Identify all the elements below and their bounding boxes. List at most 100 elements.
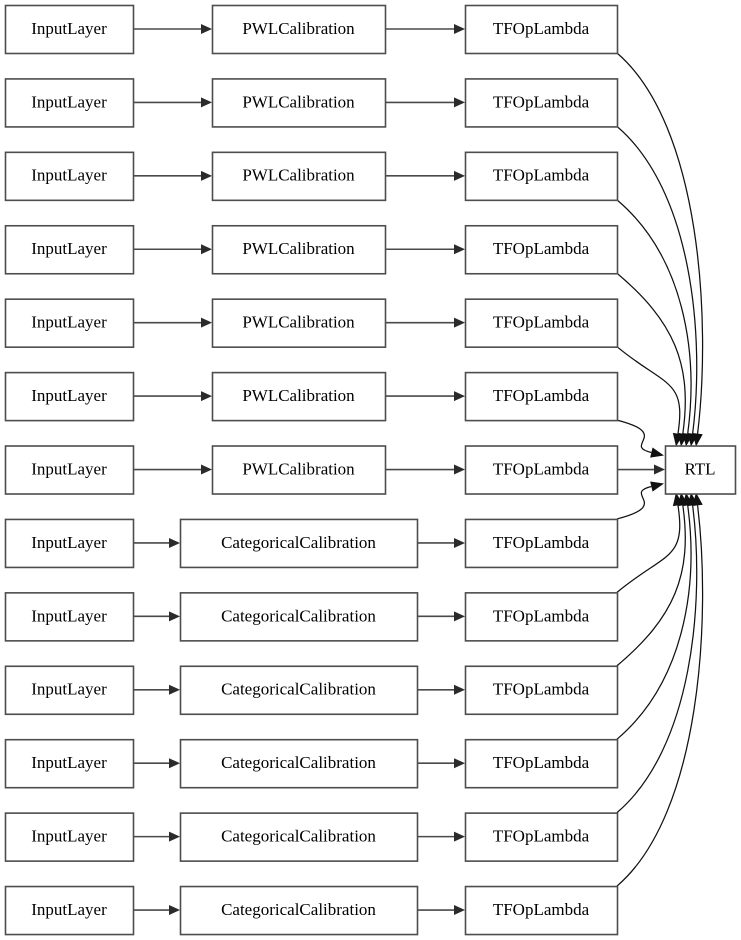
node-calibration-3-label: PWLCalibration: [242, 166, 355, 185]
edge-calibration-to-lambda-3-arrowhead: [454, 170, 465, 181]
edge-calibration-to-lambda-11-arrowhead: [454, 758, 465, 769]
node-rtl-label: RTL: [684, 459, 715, 478]
node-input-layer-13-label: InputLayer: [31, 900, 107, 919]
node-tf-op-lambda-9-box: [464, 592, 619, 642]
node-tf-op-lambda-4-box: [464, 224, 619, 275]
node-tf-op-lambda-3[interactable]: TFOpLambda: [464, 151, 619, 202]
node-input-layer-1[interactable]: InputLayer: [4, 4, 135, 55]
edge-lambda-to-rtl-6: [616, 419, 664, 458]
node-tf-op-lambda-1-label: TFOpLambda: [493, 19, 590, 38]
node-tf-op-lambda-10-box: [464, 665, 619, 716]
edge-input-to-calibration-8: [133, 537, 180, 548]
node-calibration-10-label: CategoricalCalibration: [221, 680, 376, 699]
edge-input-to-calibration-4-arrowhead: [201, 244, 212, 255]
node-calibration-8[interactable]: CategoricalCalibration: [179, 518, 419, 569]
node-input-layer-2[interactable]: InputLayer: [4, 78, 135, 128]
edge-calibration-to-lambda-8-arrowhead: [454, 537, 465, 548]
edge-input-to-calibration-2: [133, 97, 212, 108]
node-calibration-9-label: CategoricalCalibration: [221, 606, 376, 625]
node-input-layer-6-box: [4, 371, 135, 422]
edge-calibration-to-lambda-7: [385, 464, 465, 475]
node-tf-op-lambda-10[interactable]: TFOpLambda: [464, 665, 619, 716]
node-tf-op-lambda-13-label: TFOpLambda: [493, 900, 590, 919]
node-tf-op-lambda-7-box: [464, 445, 619, 495]
node-tf-op-lambda-4[interactable]: TFOpLambda: [464, 224, 619, 275]
edge-lambda-to-rtl-8-arrowhead: [650, 481, 664, 492]
node-calibration-13[interactable]: CategoricalCalibration: [179, 885, 419, 936]
edge-lambda-to-rtl-1: [616, 52, 704, 447]
node-input-layer-5[interactable]: InputLayer: [4, 298, 135, 348]
edge-calibration-to-lambda-13: [417, 905, 465, 916]
node-tf-op-lambda-2[interactable]: TFOpLambda: [464, 78, 619, 128]
edge-lambda-to-rtl-4: [616, 272, 688, 447]
node-input-layer-6[interactable]: InputLayer: [4, 371, 135, 422]
node-input-layer-10-box: [4, 665, 135, 716]
edge-input-to-calibration-6: [133, 391, 212, 402]
edge-lambda-to-rtl-2-curve: [616, 125, 698, 434]
node-calibration-1[interactable]: PWLCalibration: [211, 4, 387, 55]
node-input-layer-1-box: [4, 4, 135, 55]
node-calibration-2[interactable]: PWLCalibration: [211, 78, 387, 128]
node-calibration-8-label: CategoricalCalibration: [221, 533, 376, 552]
node-tf-op-lambda-11[interactable]: TFOpLambda: [464, 738, 619, 789]
node-calibration-12[interactable]: CategoricalCalibration: [179, 812, 419, 862]
edge-calibration-to-lambda-1-arrowhead: [454, 24, 465, 34]
edge-lambda-to-rtl-11: [616, 492, 693, 740]
node-tf-op-lambda-9-label: TFOpLambda: [493, 606, 590, 625]
node-input-layer-12[interactable]: InputLayer: [4, 812, 135, 862]
node-tf-op-lambda-1[interactable]: TFOpLambda: [464, 4, 619, 55]
edge-input-to-calibration-6-arrowhead: [201, 391, 212, 402]
node-calibration-3[interactable]: PWLCalibration: [211, 151, 387, 202]
node-input-layer-10-label: InputLayer: [31, 680, 107, 699]
node-input-layer-13[interactable]: InputLayer: [4, 885, 135, 936]
edge-lambda-to-rtl-10: [616, 492, 688, 667]
node-input-layer-3[interactable]: InputLayer: [4, 151, 135, 202]
node-input-layer-7[interactable]: InputLayer: [4, 445, 135, 495]
node-tf-op-lambda-7[interactable]: TFOpLambda: [464, 445, 619, 495]
node-tf-op-lambda-6[interactable]: TFOpLambda: [464, 371, 619, 422]
node-input-layer-5-label: InputLayer: [31, 313, 107, 332]
node-tf-op-lambda-5[interactable]: TFOpLambda: [464, 298, 619, 348]
node-tf-op-lambda-12[interactable]: TFOpLambda: [464, 812, 619, 862]
edge-calibration-to-lambda-5: [385, 317, 465, 328]
edge-lambda-to-rtl-9-curve: [616, 505, 681, 593]
edge-lambda-to-rtl-11-curve: [616, 505, 692, 740]
node-input-layer-10[interactable]: InputLayer: [4, 665, 135, 716]
node-tf-op-lambda-2-box: [464, 78, 619, 128]
node-input-layer-7-label: InputLayer: [31, 459, 107, 478]
node-calibration-3-box: [211, 151, 387, 202]
node-calibration-4[interactable]: PWLCalibration: [211, 224, 387, 275]
node-rtl[interactable]: RTL: [664, 445, 737, 495]
node-input-layer-3-label: InputLayer: [31, 166, 107, 185]
edge-calibration-to-lambda-2-arrowhead: [454, 97, 465, 108]
node-calibration-11[interactable]: CategoricalCalibration: [179, 738, 419, 789]
node-input-layer-11-box: [4, 738, 135, 789]
edge-input-to-calibration-1-arrowhead: [201, 24, 212, 34]
node-input-layer-11[interactable]: InputLayer: [4, 738, 135, 789]
edge-calibration-to-lambda-7-arrowhead: [454, 464, 465, 475]
node-calibration-11-box: [179, 738, 419, 789]
node-tf-op-lambda-8[interactable]: TFOpLambda: [464, 518, 619, 569]
edge-input-to-calibration-13-arrowhead: [169, 905, 180, 916]
node-calibration-10[interactable]: CategoricalCalibration: [179, 665, 419, 716]
node-calibration-10-box: [179, 665, 419, 716]
edge-input-to-calibration-7: [133, 464, 212, 475]
edge-calibration-to-lambda-2: [385, 97, 465, 108]
node-input-layer-12-label: InputLayer: [31, 827, 107, 846]
node-calibration-7[interactable]: PWLCalibration: [211, 445, 387, 495]
node-tf-op-lambda-13[interactable]: TFOpLambda: [464, 885, 619, 936]
node-calibration-9[interactable]: CategoricalCalibration: [179, 592, 419, 642]
edge-lambda-to-rtl-10-curve: [616, 505, 686, 667]
node-calibration-13-box: [179, 885, 419, 936]
node-calibration-5[interactable]: PWLCalibration: [211, 298, 387, 348]
edge-input-to-calibration-11: [133, 758, 180, 769]
node-input-layer-13-box: [4, 885, 135, 936]
node-input-layer-11-label: InputLayer: [31, 753, 107, 772]
node-tf-op-lambda-9[interactable]: TFOpLambda: [464, 592, 619, 642]
node-input-layer-8[interactable]: InputLayer: [4, 518, 135, 569]
node-calibration-2-label: PWLCalibration: [242, 92, 355, 111]
node-input-layer-4[interactable]: InputLayer: [4, 224, 135, 275]
node-input-layer-9[interactable]: InputLayer: [4, 592, 135, 642]
node-calibration-6[interactable]: PWLCalibration: [211, 371, 387, 422]
node-input-layer-1-label: InputLayer: [31, 19, 107, 38]
